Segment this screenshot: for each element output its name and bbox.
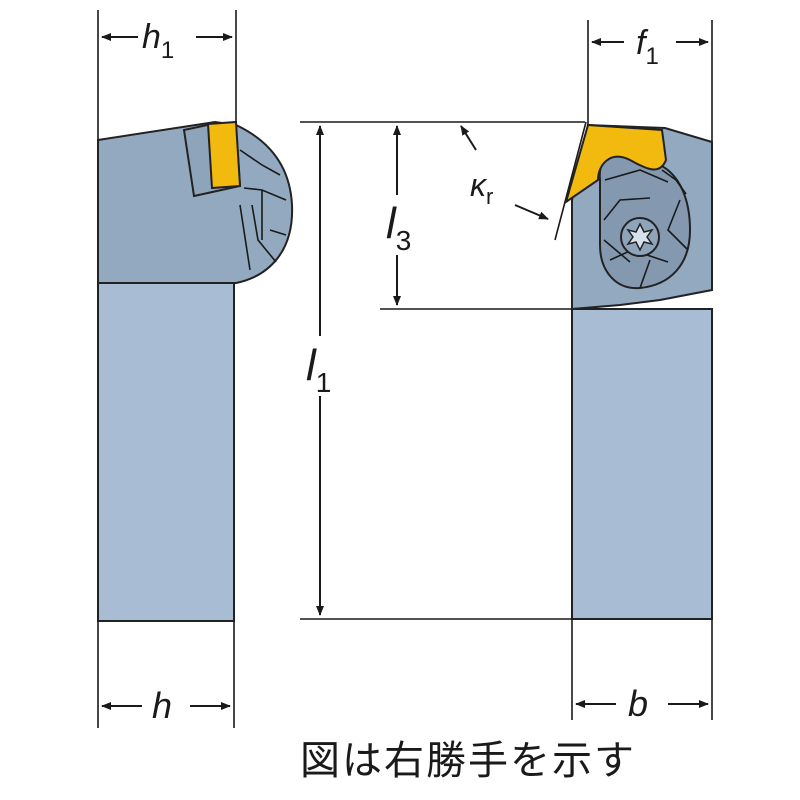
- dim-l3-label: l3: [386, 199, 411, 256]
- side-view-insert: [206, 120, 242, 190]
- dim-l1-label: l1: [306, 341, 331, 398]
- dim-f1-label: f1: [636, 24, 659, 70]
- top-view: f1 b: [564, 20, 713, 724]
- caption-right-hand: 図は右勝手を示す: [300, 738, 636, 784]
- dim-h1-label: h1: [142, 18, 174, 64]
- length-dimensions: l1 l3 κr: [300, 121, 587, 620]
- top-view-shank: [571, 308, 713, 620]
- dim-b-label: b: [628, 683, 648, 724]
- top-view-insert: [564, 123, 668, 205]
- side-view-shank: [97, 282, 235, 622]
- torx-screw-icon: [620, 217, 660, 257]
- side-view-head: [97, 120, 294, 284]
- dim-kr-label: κr: [470, 167, 493, 209]
- side-view: h1 h: [97, 10, 294, 728]
- dim-h-label: h: [152, 685, 172, 726]
- side-view-facets: [239, 149, 287, 271]
